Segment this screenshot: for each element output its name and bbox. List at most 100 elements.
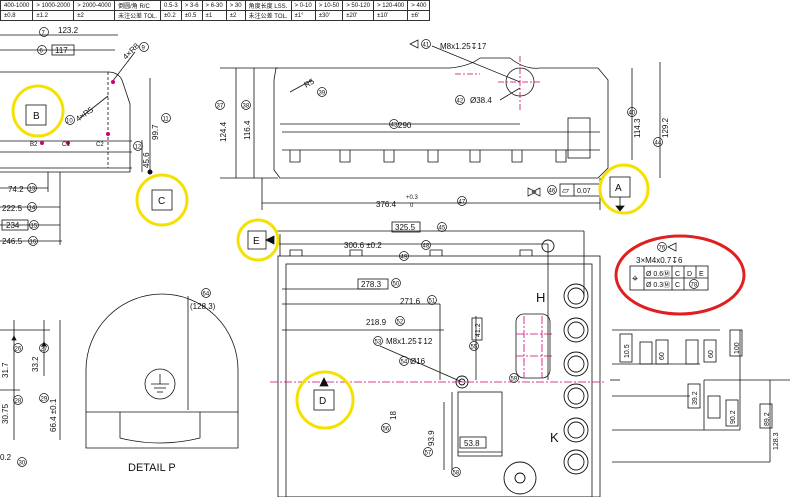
balloon: 59	[511, 377, 518, 383]
dim-128-3: 128.3	[773, 432, 780, 450]
dim-124-4: 124.4	[219, 121, 228, 142]
highlight-circle-e	[236, 218, 280, 262]
balloon: 54	[401, 360, 408, 366]
main-view-balloons: 45 48 49 50 51 52 53 54 55 56 57 58 59	[373, 222, 519, 477]
dim-325-5: 325.5	[395, 223, 416, 232]
main-view-holes	[455, 239, 589, 495]
dim-r5: R5	[303, 77, 317, 90]
dim-33-2: 33.2	[31, 356, 40, 372]
left-view-centerpoints	[40, 80, 153, 175]
dim-60: 60	[659, 352, 666, 360]
highlight-circle-c	[135, 173, 189, 227]
balloon: 38	[243, 104, 250, 110]
left-view-labels: 123.2 117 4×R8 4×R5 99.7 45.6 74.2 222.5…	[1, 26, 160, 246]
datum-label: C2	[96, 142, 104, 148]
thread-callout: M8x1.25↧17	[440, 42, 487, 51]
position-callout: 76 3×M4x0.7↧6 ⌖ Ø 0.6Ⓜ C D E Ø 0.3Ⓜ C 78	[629, 242, 709, 291]
dim-0-2: 0.2	[0, 453, 12, 462]
dim-234: 234	[6, 221, 20, 230]
dim-dia-16: Ø16	[410, 357, 426, 366]
balloon: 9	[142, 46, 146, 52]
dim-117: 117	[55, 46, 68, 55]
tol-cell: ±10'	[373, 10, 409, 21]
row2-tol: Ø 0.3Ⓜ	[646, 281, 670, 289]
datum-e: E	[253, 236, 260, 247]
balloon: 48	[423, 244, 430, 250]
side-view	[220, 45, 661, 210]
basic-dim-box	[357, 278, 389, 290]
dim-45-6: 45.6	[142, 152, 151, 168]
thread-callout: M8x1.25↧12	[386, 337, 433, 346]
side-view-centerline	[455, 56, 542, 110]
tolerance-row-values: ±0.8 ±1.2 ±2 未注公差 TOL. ±0.2 ±0.5 ±1 ±2 未…	[0, 10, 431, 21]
tol-cell: 未注公差 TOL.	[114, 10, 162, 21]
tol-cell: ±2	[225, 10, 246, 21]
main-view-centerlines	[270, 316, 605, 383]
balloon: 37	[217, 104, 224, 110]
tol-cell: > 3-6	[180, 0, 203, 11]
balloon: 43	[391, 123, 398, 129]
yellow-highlights	[11, 84, 650, 430]
dim-4xr5: 4×R5	[74, 105, 95, 124]
balloon: 55	[471, 345, 478, 351]
left-view	[0, 34, 151, 245]
side-view-labels: M8x1.25↧17 R5 Ø38.4 290 124.4 116.4 114.…	[219, 42, 670, 209]
tol-cell: ±0.5	[180, 10, 203, 21]
tol-cell: ±1	[201, 10, 227, 21]
tol-cell: ±1°	[290, 10, 316, 21]
bottom-left-labels: 31.7 33.2 30.75 66.4 ±0.1 0.2	[0, 356, 58, 462]
highlight-circle-d	[295, 370, 355, 430]
tol-cell: ±0.8	[0, 10, 34, 21]
datum-marker-labels: B C A E D	[33, 111, 622, 407]
detail-dim: (128.3)	[190, 302, 216, 311]
tol-upper: +0.3	[406, 195, 419, 201]
callout-thread: 3×M4x0.7↧6	[636, 256, 683, 265]
detail-balloon: 64	[203, 292, 210, 298]
main-view	[276, 230, 790, 497]
label-h: H	[536, 290, 545, 305]
tol-cell: ±30'	[314, 10, 344, 21]
dim-290: 290	[398, 121, 412, 130]
balloon: 14	[29, 206, 36, 212]
dim-376-4: 376.4	[376, 200, 397, 209]
row2-datum-c: C	[675, 282, 680, 289]
balloon: 42	[457, 99, 464, 105]
row1-datum-c: C	[675, 271, 680, 278]
detail-p-labels: 64 (128.3) DETAIL P	[128, 288, 216, 474]
left-view-balloons: 7 6 9 10 11 12 13 14 15 16	[27, 27, 171, 246]
tol-cell: ±20'	[342, 10, 375, 21]
balloon: 45	[439, 226, 446, 232]
tol-cell: > 400	[407, 0, 431, 11]
dim-278-3: 278.3	[361, 280, 382, 289]
tol-cell: ±6'	[407, 10, 431, 21]
tol-cell: > 6-30	[201, 0, 227, 11]
balloon: 53	[375, 340, 382, 346]
tol-lower: 0	[410, 203, 414, 209]
row1-datum-d: D	[687, 271, 692, 278]
dim-271-6: 271.6	[400, 297, 421, 306]
tol-cell: > 0-10	[290, 0, 316, 11]
highlight-circle-b	[11, 84, 65, 138]
balloon: 39	[319, 91, 326, 97]
detail-title: DETAIL P	[128, 462, 176, 474]
balloon: 41	[423, 43, 430, 49]
callout-balloon: 76	[659, 246, 666, 252]
dim-39-2: 39.2	[692, 391, 699, 405]
bottom-left-view	[0, 320, 61, 440]
dim-dia-38-4: Ø38.4	[470, 96, 492, 105]
balloon: 26	[15, 347, 22, 353]
tolerance-table: 400-1000 > 1000-2000 > 2000-4000 倒圆/角 R/…	[0, 0, 431, 21]
balloon: 56	[383, 427, 390, 433]
balloon: 10	[66, 119, 73, 125]
balloon: 40	[629, 111, 636, 117]
tol-cell: ±0.2	[160, 10, 182, 21]
dim-74-2: 74.2	[8, 185, 24, 194]
dim-41-2: 41.2	[475, 323, 482, 337]
tol-cell: ±1.2	[32, 10, 75, 21]
dim-222-5: 222.5	[2, 204, 23, 213]
dim-66-4: 66.4 ±0.1	[49, 398, 58, 432]
dim-218-9: 218.9	[366, 318, 387, 327]
tol-cell: > 30	[225, 0, 246, 11]
dim-89-2: 89.2	[764, 412, 771, 426]
